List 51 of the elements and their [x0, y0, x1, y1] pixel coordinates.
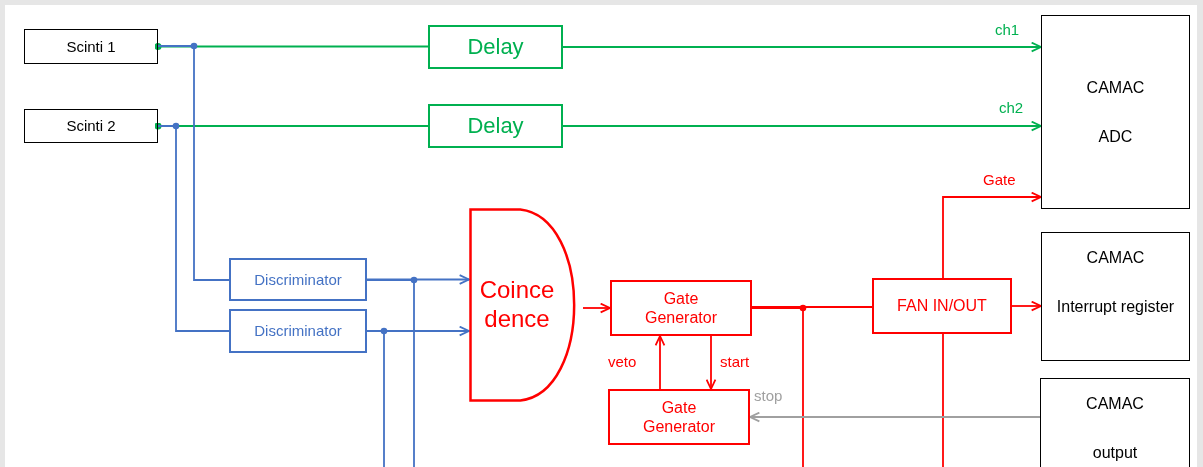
- edge-label: veto: [608, 353, 637, 371]
- node-label: CAMAC: [1086, 248, 1145, 268]
- gate-generator-box: [608, 389, 750, 445]
- node-label: Delay: [467, 33, 524, 61]
- delay-box: [428, 104, 563, 148]
- node-label: CAMAC: [1086, 394, 1144, 414]
- node-label: CAMAC: [1086, 77, 1145, 97]
- arrow: [562, 120, 1042, 132]
- edge-label: ch1: [995, 21, 1020, 39]
- connector-line: [157, 45, 230, 281]
- edge-label: stop: [754, 387, 783, 405]
- edge-label: Gate: [983, 171, 1016, 189]
- connector-line: [157, 125, 230, 332]
- connector-line: [366, 330, 385, 467]
- connector-line: [366, 279, 415, 467]
- discriminator-box: [229, 309, 367, 353]
- connector-line: [942, 333, 944, 467]
- connector-line: [154, 43, 429, 50]
- node-label: FAN IN/OUT: [897, 296, 987, 316]
- arrow: [1011, 300, 1042, 312]
- node-label: Scinti 1: [66, 37, 116, 56]
- node-label: Gate Generator: [641, 397, 716, 437]
- discriminator-box: [229, 258, 367, 301]
- arrow: [942, 191, 1042, 279]
- node-label: ADC: [1098, 127, 1133, 147]
- node-label: Scinti 2: [66, 117, 116, 135]
- node-label: Coince dence: [478, 276, 556, 334]
- edge-label: ch2: [999, 99, 1024, 117]
- node-label: Delay: [467, 112, 524, 140]
- module-box: [1041, 15, 1190, 209]
- arrow: [562, 41, 1042, 53]
- input-box: [24, 109, 158, 143]
- node-label: Interrupt register: [1056, 297, 1175, 317]
- module-box: [1040, 378, 1190, 467]
- node-label: Gate Generator: [643, 288, 718, 328]
- connector-line: [751, 306, 873, 308]
- arrow: [749, 411, 1041, 423]
- fan-box: [872, 278, 1012, 334]
- arrow: [654, 335, 666, 390]
- module-box: [1041, 232, 1190, 361]
- arrow: [582, 302, 611, 314]
- node-label: Discriminator: [254, 270, 342, 289]
- node-label: output: [1092, 443, 1138, 463]
- input-box: [24, 29, 158, 64]
- delay-box: [428, 25, 563, 69]
- node-label: Discriminator: [254, 322, 342, 340]
- connector-line: [154, 122, 429, 130]
- edge-label: start: [720, 353, 750, 371]
- gate-generator-box: [610, 280, 752, 336]
- arrow: [705, 335, 717, 390]
- connector-line: [751, 307, 804, 467]
